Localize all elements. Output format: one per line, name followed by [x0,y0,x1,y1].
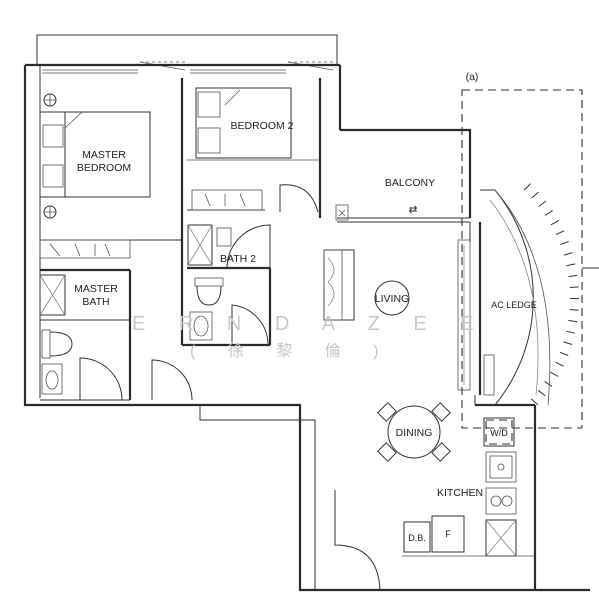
ac-ledge [480,189,551,406]
louver-tick [568,274,578,278]
master-bed [39,93,151,219]
balcony-label: BALCONY [385,177,435,189]
louver-tick [537,389,546,397]
master-bedroom-label-2: BEDROOM [77,162,131,174]
balcony-area [335,204,349,221]
kitchen-fixtures [402,417,535,557]
bath2-label: BATH 2 [220,253,256,265]
louver-tick [538,200,547,207]
louver-tick [569,309,579,311]
doors [79,184,381,591]
master-wardrobe [39,239,131,259]
master-bath-fixtures [39,274,73,395]
section-outline [461,89,599,429]
bath2-fixtures [187,224,232,341]
living-marker [374,280,410,316]
bedroom2-label: BEDROOM 2 [230,120,293,132]
bedroom2-bed [195,87,292,159]
top-planter [36,34,338,74]
louver-tick [566,330,576,334]
master-bath-label-2: BATH [82,296,109,308]
louver-tick [544,210,553,216]
louver-tick [555,230,565,236]
dining-label: DINING [396,427,433,439]
sofa [323,249,355,321]
watermark-line1: E R N D A Z E E [132,313,488,335]
louver-tick [555,361,564,367]
louver-tick [563,341,573,345]
louver-tick [531,191,539,199]
db-label: D.B. [408,533,426,543]
master-bath-label-1: MASTER [74,283,118,295]
louver-tick [544,380,553,387]
louver-tick [569,286,579,288]
ac-ledge-label: AC LEDGE [491,300,537,310]
section-marker-label: (a) [466,71,479,83]
living-label: LIVING [375,293,409,305]
louver-tick [550,371,559,377]
louver-tick [550,219,560,226]
bedroom2-wardrobe [191,189,263,211]
louver-tick [530,398,539,406]
sliding-door-arrows: ⇄ [409,204,418,216]
louver-tick [523,183,531,191]
dining-table [377,402,451,462]
ac-ledge-louvers [523,183,580,406]
living-cabinet [457,222,495,405]
louver-tick [568,319,578,323]
louver-tick [563,252,573,256]
louver-tick [566,263,576,267]
washer-dryer-label: W/D [490,428,508,438]
master-bedroom-label-1: MASTER [82,149,126,161]
louver-tick [559,351,569,356]
kitchen-label: KITCHEN [437,487,483,499]
fridge-label: F [445,529,451,539]
watermark-line2: ( 徐 黎 倫 ) [190,342,392,360]
louver-tick [560,241,569,246]
